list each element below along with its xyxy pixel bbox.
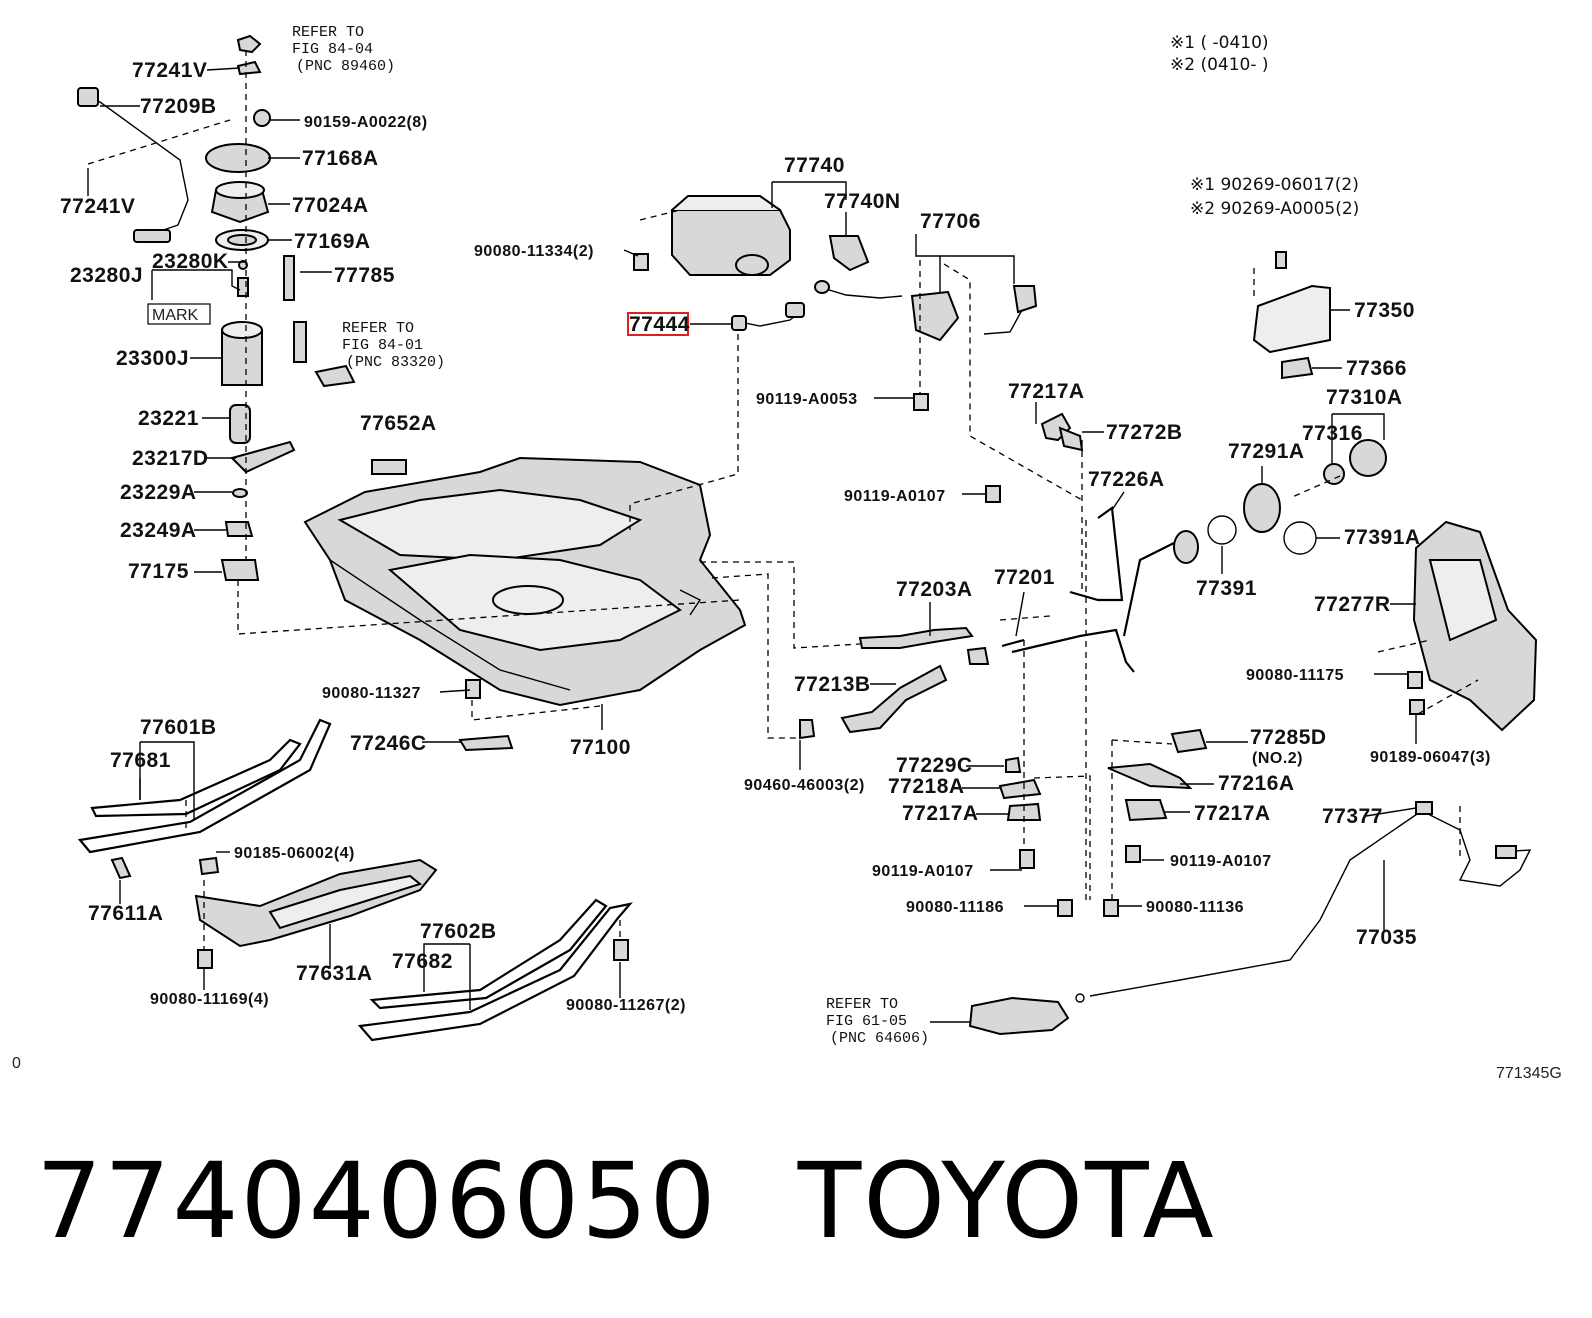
label-77277r: 77277R bbox=[1314, 593, 1391, 616]
label-90080-11334: 90080-11334(2) bbox=[474, 243, 594, 260]
ref3-line1: REFER TO bbox=[826, 996, 898, 1013]
label-90159: 90159-A0022(8) bbox=[304, 114, 428, 131]
label-77100: 77100 bbox=[570, 736, 631, 759]
label-77201: 77201 bbox=[994, 566, 1055, 589]
label-90119-a0053: 90119-A0053 bbox=[756, 391, 858, 408]
ref2-line1: REFER TO bbox=[342, 320, 414, 337]
brackets-drawing bbox=[458, 412, 1208, 917]
ref2-line3: (PNC 83320) bbox=[346, 354, 445, 371]
label-23300j: 23300J bbox=[116, 347, 189, 370]
label-77217a-c: 77217A bbox=[1194, 802, 1271, 825]
corner-left-code: 0 bbox=[12, 1055, 21, 1072]
label-77272b: 77272B bbox=[1106, 421, 1183, 444]
label-77377: 77377 bbox=[1322, 805, 1383, 828]
label-77602b: 77602B bbox=[420, 920, 497, 943]
label-77285d: 77285D bbox=[1250, 726, 1327, 749]
label-77366: 77366 bbox=[1346, 357, 1407, 380]
label-90185: 90185-06002(4) bbox=[234, 845, 355, 862]
label-77706: 77706 bbox=[920, 210, 981, 233]
label-77611a: 77611A bbox=[88, 902, 163, 925]
label-77652a: 77652A bbox=[360, 412, 437, 435]
bolt-note-2: ※2 90269-A0005(2) bbox=[1190, 199, 1359, 219]
label-77203a: 77203A bbox=[896, 578, 973, 601]
label-23280j: 23280J bbox=[70, 264, 143, 287]
ref3-line3: (PNC 64606) bbox=[830, 1030, 929, 1047]
label-77246c: 77246C bbox=[350, 732, 427, 755]
label-90460: 90460-46003(2) bbox=[744, 777, 865, 794]
label-23280k: 23280K bbox=[152, 250, 229, 273]
label-77241v-b: 77241V bbox=[60, 195, 135, 218]
mark-box bbox=[147, 303, 211, 325]
note-2: ※2 (0410- ) bbox=[1170, 55, 1269, 75]
cable-drawing bbox=[968, 801, 1532, 1036]
label-77217a-b: 77217A bbox=[902, 802, 979, 825]
label-90080-11175: 90080-11175 bbox=[1246, 667, 1344, 684]
label-77175: 77175 bbox=[128, 560, 189, 583]
label-77229c: 77229C bbox=[896, 754, 973, 777]
label-23221: 23221 bbox=[138, 407, 199, 430]
label-77350: 77350 bbox=[1354, 299, 1415, 322]
label-77391a: 77391A bbox=[1344, 526, 1421, 549]
label-77218a: 77218A bbox=[888, 775, 965, 798]
bolt-note-1: ※1 90269-06017(2) bbox=[1190, 175, 1359, 195]
label-77168a: 77168A bbox=[302, 147, 379, 170]
label-77035: 77035 bbox=[1356, 926, 1417, 949]
label-77217a-a: 77217A bbox=[1008, 380, 1085, 403]
label-77316: 77316 bbox=[1302, 422, 1363, 445]
ref1-line2: FIG 84-04 bbox=[292, 41, 373, 58]
ref1-line1: REFER TO bbox=[292, 24, 364, 41]
label-77444-highlighted[interactable]: 77444 bbox=[629, 313, 690, 336]
label-23229a: 23229A bbox=[120, 481, 197, 504]
label-90080-11169: 90080-11169(4) bbox=[150, 991, 269, 1008]
label-77681: 77681 bbox=[110, 749, 171, 772]
label-77631a: 77631A bbox=[296, 962, 373, 985]
label-77226a: 77226A bbox=[1088, 468, 1165, 491]
fuel-tank-drawing bbox=[303, 456, 747, 707]
highlight-box bbox=[627, 312, 689, 336]
label-77601b: 77601B bbox=[140, 716, 217, 739]
guide-lines bbox=[87, 50, 1479, 950]
label-90080-11136: 90080-11136 bbox=[1146, 899, 1244, 916]
label-90080-11267: 90080-11267(2) bbox=[566, 997, 686, 1014]
straps-drawing bbox=[77, 718, 633, 1042]
label-77291a: 77291A bbox=[1228, 440, 1305, 463]
label-90189: 90189-06047(3) bbox=[1370, 749, 1491, 766]
ref2-line2: FIG 84-01 bbox=[342, 337, 423, 354]
label-77310a: 77310A bbox=[1326, 386, 1403, 409]
fuel-door-drawing bbox=[1207, 251, 1538, 732]
figure-code: 771345G bbox=[1496, 1065, 1562, 1082]
label-90080-11327: 90080-11327 bbox=[322, 685, 421, 702]
label-90080-11186: 90080-11186 bbox=[906, 899, 1004, 916]
label-77740n: 77740N bbox=[824, 190, 901, 213]
label-90119-a0107-b: 90119-A0107 bbox=[1170, 853, 1272, 870]
ref3-line2: FIG 61-05 bbox=[826, 1013, 907, 1030]
caption: 7740406050 TOYOTA bbox=[36, 1140, 1296, 1262]
label-77216a: 77216A bbox=[1218, 772, 1295, 795]
caption-part-number: 7740406050 bbox=[36, 1140, 718, 1262]
fuel-pump-assembly-drawing bbox=[77, 34, 407, 581]
label-77391: 77391 bbox=[1196, 577, 1257, 600]
label-77285d-sub: (NO.2) bbox=[1252, 750, 1303, 767]
ref1-line3: (PNC 89460) bbox=[296, 58, 395, 75]
label-77785: 77785 bbox=[334, 264, 395, 287]
part-labels: 77241V 77209B 90159-A0022(8) 77168A 7724… bbox=[60, 59, 1491, 1014]
leader-lines bbox=[87, 67, 1417, 1023]
label-77213b: 77213B bbox=[794, 673, 871, 696]
filler-neck-drawing bbox=[799, 506, 1199, 740]
caption-brand: TOYOTA bbox=[797, 1140, 1216, 1262]
label-77740: 77740 bbox=[784, 154, 845, 177]
label-23249a: 23249A bbox=[120, 519, 197, 542]
label-77209b: 77209B bbox=[140, 95, 217, 118]
label-77241v-a: 77241V bbox=[132, 59, 207, 82]
canister-drawing bbox=[633, 195, 1038, 411]
mark-label: MARK bbox=[152, 307, 199, 324]
label-77682: 77682 bbox=[392, 950, 453, 973]
note-1: ※1 ( -0410) bbox=[1170, 33, 1269, 53]
label-77024a: 77024A bbox=[292, 194, 369, 217]
label-90119-a0107-a: 90119-A0107 bbox=[844, 488, 946, 505]
label-90119-a0107-c: 90119-A0107 bbox=[872, 863, 974, 880]
label-77169a: 77169A bbox=[294, 230, 371, 253]
label-23217d: 23217D bbox=[132, 447, 209, 470]
